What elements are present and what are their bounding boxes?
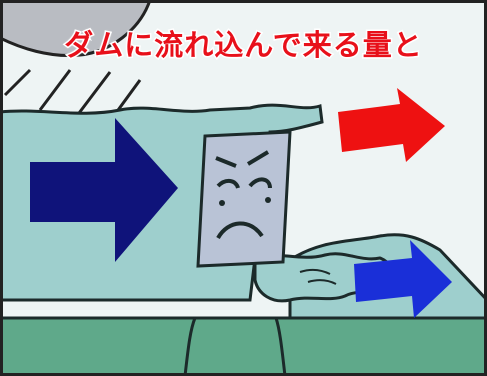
rain-cloud-icon [0,0,152,129]
outflow-arrow-icon [338,88,445,162]
ground [0,318,487,376]
caption-text: ダムに流れ込んで来る量と [63,27,424,64]
inflow-arrow-icon [30,118,178,262]
sad-dam-face-icon [196,130,292,268]
outflow-arrow-icon [354,240,452,318]
